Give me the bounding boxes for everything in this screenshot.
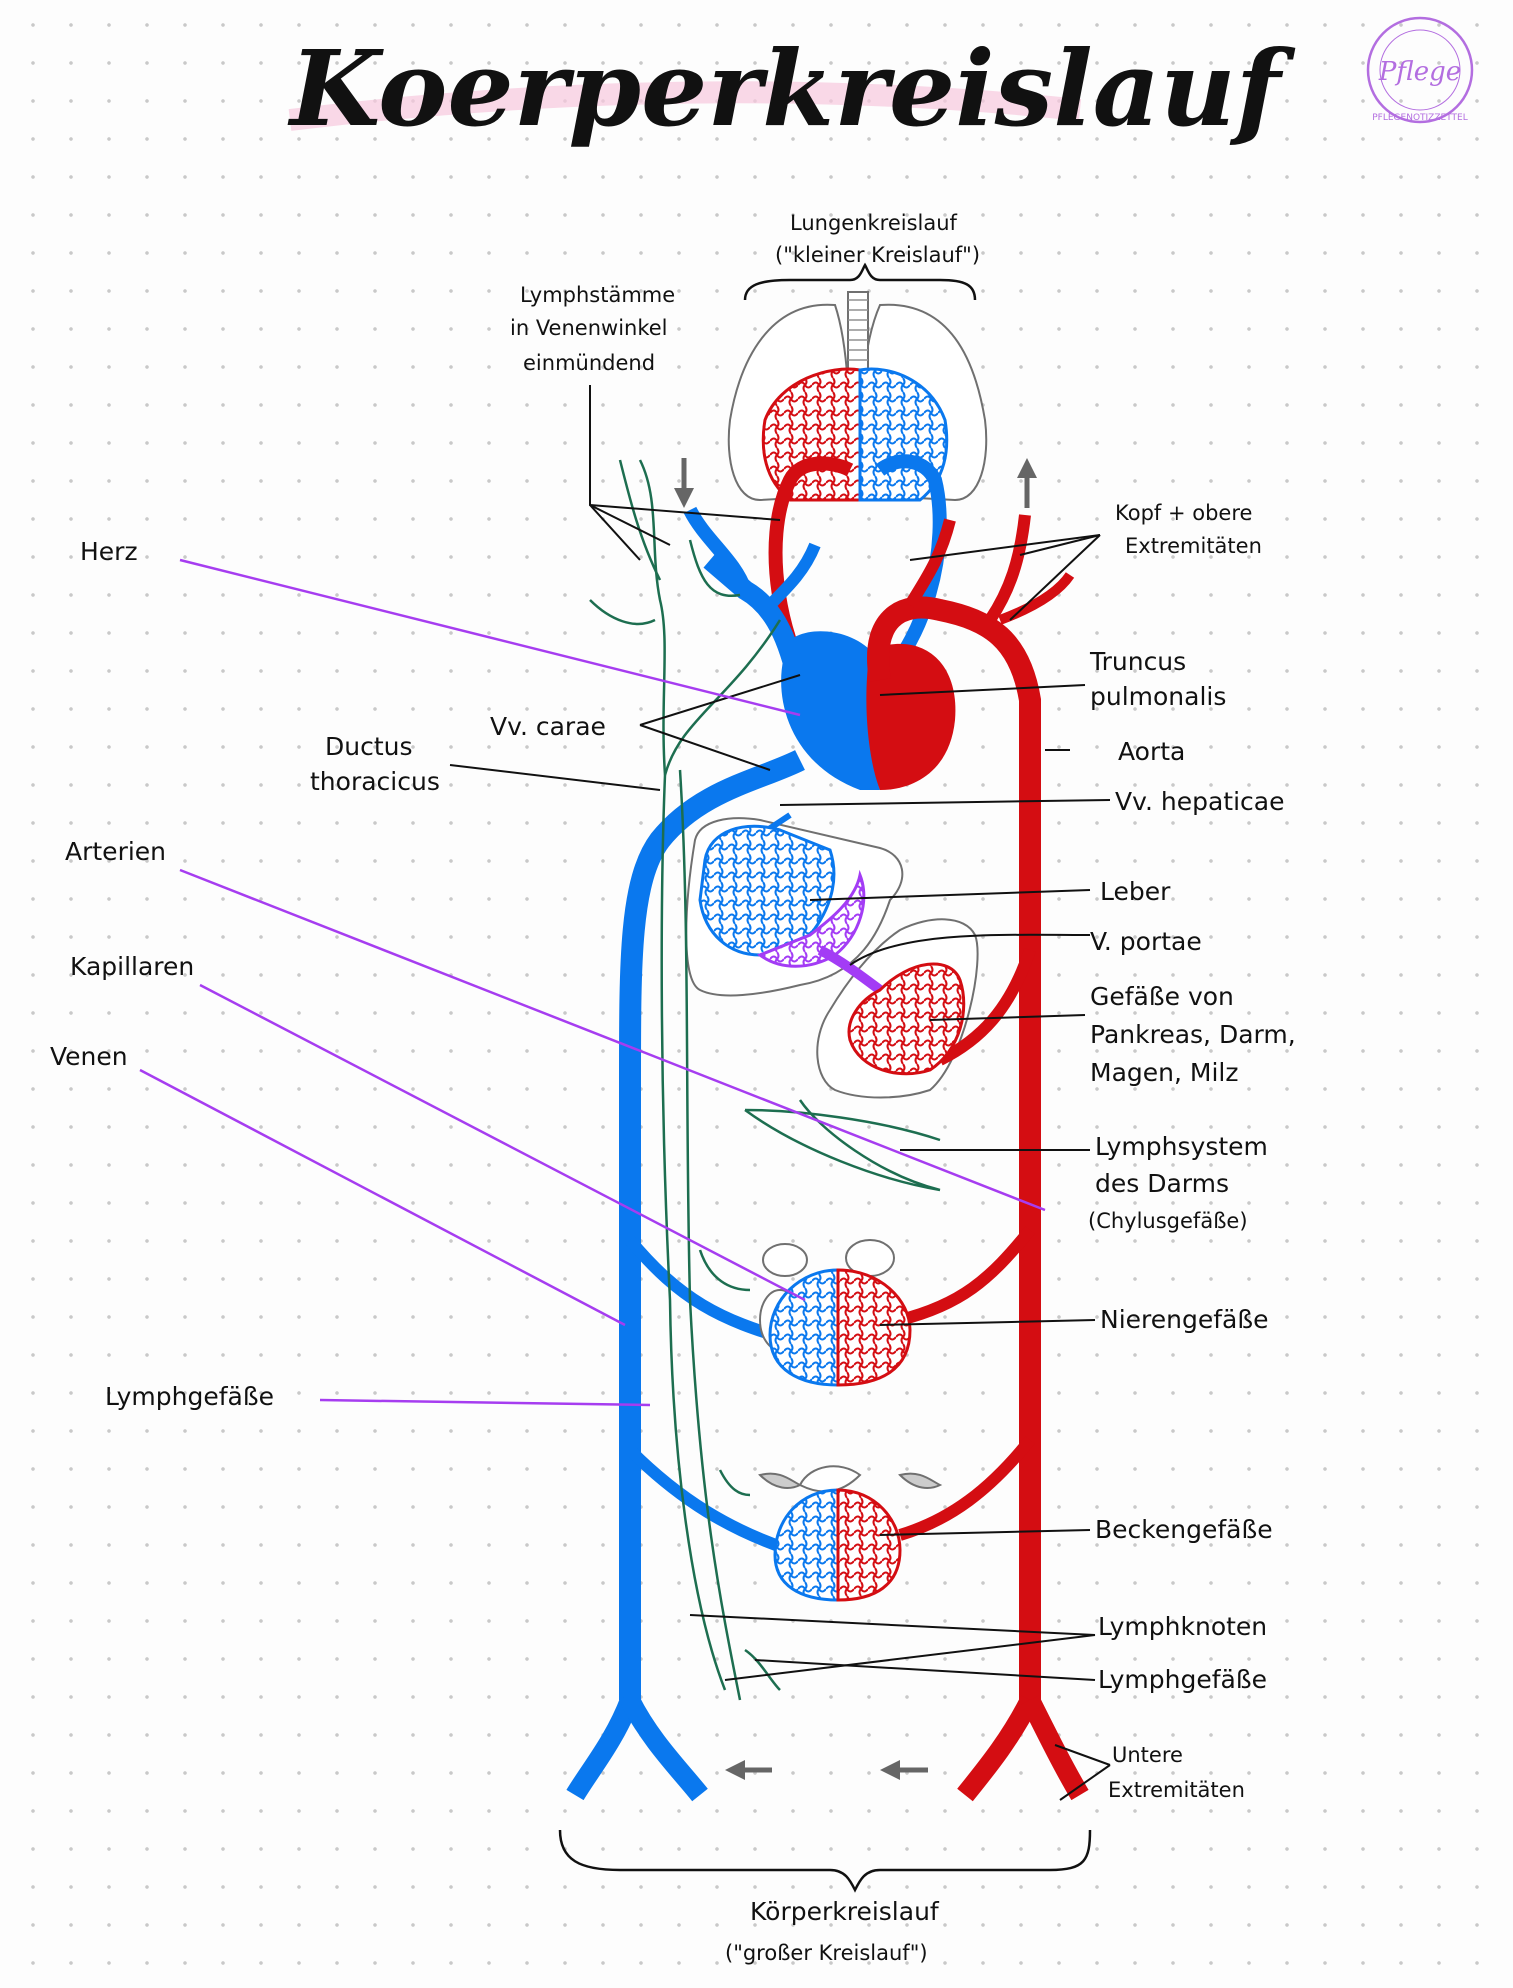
lymph-vessels xyxy=(589,459,941,1701)
label-lymphstaemme-1: Lymphstämme xyxy=(520,283,675,307)
label-grosser-kreislauf: ("großer Kreislauf") xyxy=(725,1941,928,1965)
heart-right xyxy=(781,631,880,790)
logo-word: Pflege xyxy=(1378,57,1461,87)
artery-right-leg xyxy=(1021,1695,1089,1801)
label-arterien: Arterien xyxy=(65,837,166,866)
label-ductus-1: Ductus xyxy=(325,732,413,761)
renal-artery xyxy=(898,1226,1035,1326)
portal-vein xyxy=(817,945,883,995)
label-gefaesse-3: Magen, Milz xyxy=(1090,1058,1238,1087)
label-untere-1: Untere xyxy=(1112,1743,1183,1767)
brace-lungenkreislauf xyxy=(743,262,977,301)
pflege-logo: Pflege PFLEGENOTIZZETTEL xyxy=(1366,16,1474,124)
label-vv-hepaticae: Vv. hepaticae xyxy=(1115,787,1284,816)
vena-cava-inferior xyxy=(619,750,805,1700)
label-vv-carae: Vv. carae xyxy=(490,712,606,741)
label-venen: Venen xyxy=(50,1042,128,1071)
heart-left xyxy=(866,643,956,790)
vein-right-leg xyxy=(621,1695,708,1802)
gut-artery xyxy=(937,948,1036,1066)
subclavian-artery xyxy=(984,514,1031,624)
label-lungenkreislauf: Lungenkreislauf xyxy=(790,211,958,235)
label-leber: Leber xyxy=(1100,877,1171,906)
label-lymphgefaesse-right: Lymphgefäße xyxy=(1098,1665,1267,1694)
kidney-capillaries-blue xyxy=(768,1268,840,1387)
pelvic-capillaries-red xyxy=(836,1488,902,1602)
arm-artery xyxy=(998,572,1075,625)
label-lymphgefaesse-left: Lymphgefäße xyxy=(105,1382,274,1411)
label-aorta: Aorta xyxy=(1118,737,1185,766)
gut-capillaries xyxy=(847,962,966,1076)
jugular-vein xyxy=(683,506,752,593)
label-gefaesse-2: Pankreas, Darm, xyxy=(1090,1020,1296,1049)
pointer-lines xyxy=(139,558,1046,1407)
pelvis-outline xyxy=(758,1465,943,1493)
logo-ring-text: PFLEGENOTIZZETTEL xyxy=(1372,113,1468,123)
label-lymphstaemme-3: einmündend xyxy=(523,351,655,375)
label-ductus-2: thoracicus xyxy=(310,767,440,796)
vena-cava-superior xyxy=(703,552,810,693)
label-beckengefaesse: Beckengefäße xyxy=(1095,1515,1273,1544)
label-kapillaren: Kapillaren xyxy=(70,952,194,981)
label-lymphsystem-1: Lymphsystem xyxy=(1095,1132,1268,1161)
kidney-capillaries-red xyxy=(836,1268,912,1387)
label-kopf-2: Extremitäten xyxy=(1125,534,1262,558)
label-gefaesse-1: Gefäße von xyxy=(1090,982,1234,1011)
page-title: Koerperkreislauf xyxy=(287,27,1296,150)
label-truncus-1: Truncus xyxy=(1089,647,1186,676)
pelvic-capillaries-blue xyxy=(773,1488,840,1602)
title-highlight xyxy=(288,81,1082,131)
liver-capillaries-purple xyxy=(756,869,866,968)
carotid-artery xyxy=(904,518,956,609)
label-truncus-2: pulmonalis xyxy=(1090,682,1226,711)
pelvic-artery xyxy=(898,1436,1035,1541)
liver-capillaries-blue xyxy=(698,824,836,957)
label-lymphstaemme-2: in Venenwinkel xyxy=(510,316,668,340)
aortic-arch xyxy=(867,596,1041,1700)
label-kopf-1: Kopf + obere xyxy=(1115,501,1252,525)
artery-left-leg xyxy=(957,1695,1039,1802)
label-koerperkreislauf: Körperkreislauf xyxy=(750,1897,940,1926)
label-v-portae: V. portae xyxy=(1090,927,1202,956)
label-herz: Herz xyxy=(80,537,138,566)
label-lymphknoten: Lymphknoten xyxy=(1098,1612,1267,1641)
label-nierengefaesse: Nierengefäße xyxy=(1100,1305,1268,1334)
label-untere-2: Extremitäten xyxy=(1108,1778,1245,1802)
label-lymphsystem-3: (Chylusgefäße) xyxy=(1088,1209,1248,1233)
label-lymphsystem-2: des Darms xyxy=(1095,1169,1229,1198)
label-kleiner-kreislauf: ("kleiner Kreislauf") xyxy=(775,243,980,267)
pelvic-vein xyxy=(625,1445,792,1556)
head-vein-2 xyxy=(765,542,821,610)
brace-koerperkreislauf xyxy=(558,1829,1092,1893)
vein-left-leg xyxy=(566,1696,640,1801)
leader-lines xyxy=(449,385,1111,1801)
